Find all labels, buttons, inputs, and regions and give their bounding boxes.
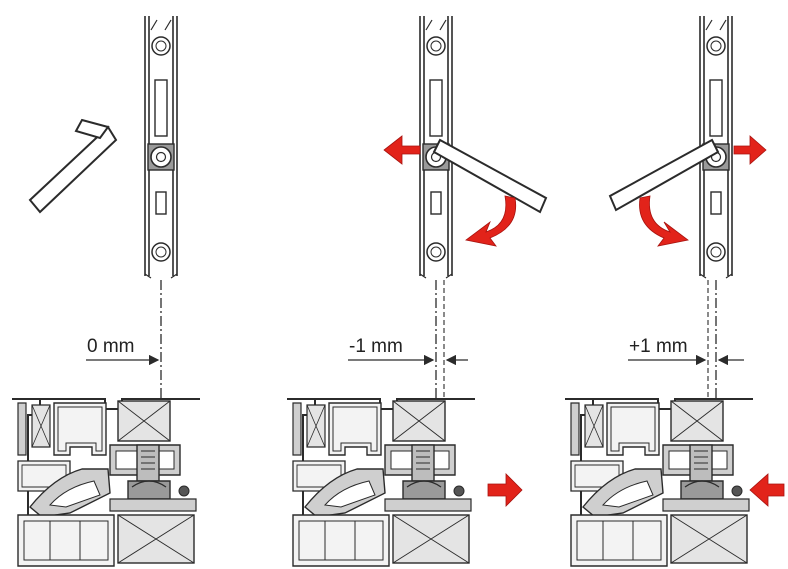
- red-curved-arrow-icon: [639, 195, 689, 247]
- red-arrow-icon: [749, 473, 785, 507]
- panel-neutral: 0 mm: [9, 15, 201, 567]
- offset-label: -1 mm: [349, 336, 403, 357]
- allen-key-icon: [28, 125, 118, 214]
- red-arrow-icon: [383, 135, 421, 165]
- offset-label: 0 mm: [87, 336, 135, 357]
- panel-plus: +1 mm: [562, 15, 785, 567]
- red-arrow-icon: [733, 135, 767, 165]
- hardware-strip: [144, 15, 178, 279]
- offset-label: +1 mm: [629, 336, 688, 357]
- allen-key-icon: [432, 138, 548, 214]
- frame-profile: [562, 394, 754, 567]
- red-curved-arrow-icon: [465, 195, 517, 247]
- frame-profile: [9, 394, 201, 567]
- frame-profile: [284, 394, 476, 567]
- allen-key-icon: [608, 138, 720, 212]
- panel-minus: -1 mm: [284, 15, 548, 567]
- red-arrow-icon: [487, 473, 523, 507]
